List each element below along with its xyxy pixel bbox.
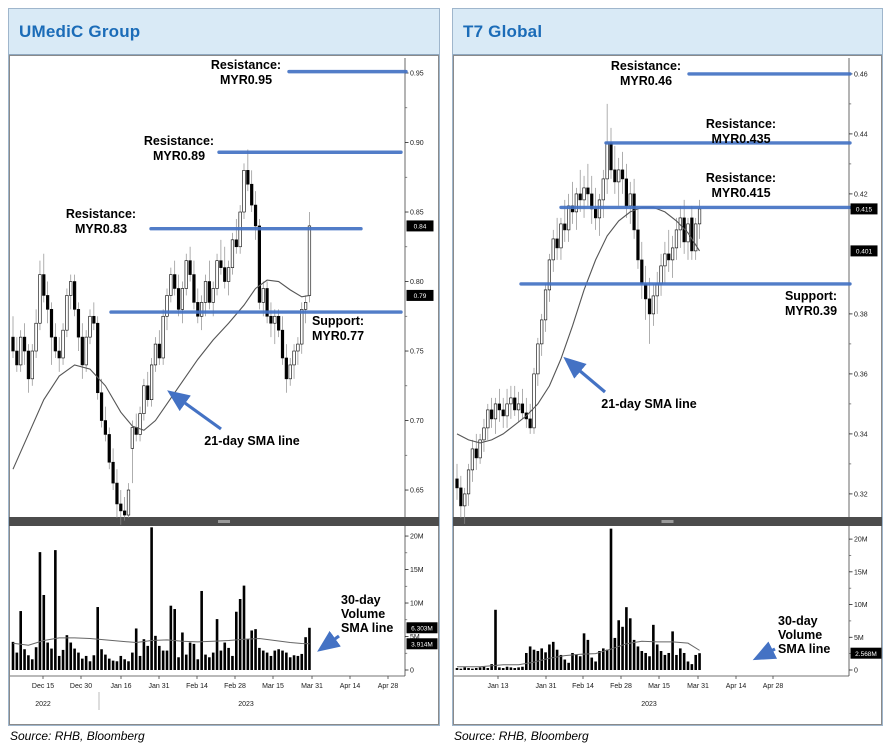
svg-text:0.36: 0.36: [854, 371, 868, 378]
svg-text:2.568M: 2.568M: [855, 651, 877, 658]
panel-umedic-group: UMediC Group 0.95 0.90 0.85 0.80 0.75 0.70 0.6…: [8, 8, 440, 726]
svg-text:0.79: 0.79: [414, 293, 427, 300]
svg-text:3.914M: 3.914M: [411, 642, 433, 649]
svg-text:0.90: 0.90: [410, 140, 424, 147]
svg-text:0.70: 0.70: [410, 418, 424, 425]
svg-text:0.415: 0.415: [856, 207, 873, 214]
svg-text:21-day SMA line: 21-day SMA line: [204, 434, 299, 448]
svg-text:Support:MYR0.77: Support:MYR0.77: [312, 314, 364, 343]
source-note: Source: RHB, Bloomberg: [10, 729, 145, 743]
svg-text:0.95: 0.95: [410, 71, 424, 78]
svg-text:Feb 14: Feb 14: [186, 683, 208, 690]
svg-text:Resistance:MYR0.46: Resistance:MYR0.46: [611, 59, 681, 88]
svg-text:2022: 2022: [35, 701, 51, 708]
svg-text:Jan 16: Jan 16: [110, 683, 131, 690]
svg-text:Resistance:MYR0.83: Resistance:MYR0.83: [66, 207, 136, 236]
source-note: Source: RHB, Bloomberg: [454, 729, 589, 743]
svg-text:0.46: 0.46: [854, 71, 868, 78]
svg-text:6.303M: 6.303M: [411, 626, 433, 633]
svg-text:0.80: 0.80: [410, 279, 424, 286]
svg-text:Feb 28: Feb 28: [224, 683, 246, 690]
svg-text:15M: 15M: [854, 569, 868, 576]
svg-text:Mar 15: Mar 15: [262, 683, 284, 690]
svg-text:10M: 10M: [854, 602, 868, 609]
panel-title-bar: T7 Global: [453, 9, 882, 55]
svg-text:Apr 28: Apr 28: [763, 683, 784, 690]
svg-text:Support:MYR0.39: Support:MYR0.39: [785, 289, 837, 318]
svg-text:0.84: 0.84: [414, 224, 427, 231]
svg-text:0.75: 0.75: [410, 349, 424, 356]
svg-text:0.65: 0.65: [410, 488, 424, 495]
svg-text:Apr 14: Apr 14: [726, 683, 747, 690]
svg-text:0.42: 0.42: [854, 191, 868, 198]
svg-text:Jan 31: Jan 31: [535, 683, 556, 690]
svg-text:Apr 28: Apr 28: [378, 683, 399, 690]
svg-text:10M: 10M: [410, 601, 424, 608]
svg-text:0.38: 0.38: [854, 311, 868, 318]
svg-text:0: 0: [410, 668, 414, 675]
svg-text:Jan 13: Jan 13: [487, 683, 508, 690]
svg-text:20M: 20M: [854, 537, 868, 544]
svg-text:0.44: 0.44: [854, 131, 868, 138]
svg-text:0.32: 0.32: [854, 491, 868, 498]
panel-t7-global: T7 Global 0.46 0.44 0.42 0.38 0.36 0.34 0.32 20…: [452, 8, 883, 726]
chart-title: T7 Global: [463, 21, 543, 41]
svg-text:5M: 5M: [854, 635, 864, 642]
svg-text:Dec 15: Dec 15: [32, 683, 54, 690]
svg-text:Feb 14: Feb 14: [572, 683, 594, 690]
svg-text:0: 0: [854, 668, 858, 675]
t7-candlestick-volume-chart: 0.46 0.44 0.42 0.38 0.36 0.34 0.32 20M 15M 10M 5M 0…: [453, 55, 882, 725]
svg-text:Feb 28: Feb 28: [610, 683, 632, 690]
svg-text:2023: 2023: [238, 701, 254, 708]
svg-text:5M: 5M: [410, 634, 420, 641]
svg-text:Resistance:MYR0.415: Resistance:MYR0.415: [706, 171, 776, 200]
svg-text:0.34: 0.34: [854, 431, 868, 438]
svg-text:Resistance:MYR0.435: Resistance:MYR0.435: [706, 117, 776, 146]
svg-text:Apr 14: Apr 14: [340, 683, 361, 690]
svg-text:Mar 31: Mar 31: [301, 683, 323, 690]
svg-text:0.401: 0.401: [856, 249, 873, 256]
umedic-candlestick-volume-chart: 0.95 0.90 0.85 0.80 0.75 0.70 0.65 20M 15M 10M 5M 0…: [9, 55, 439, 725]
svg-text:15M: 15M: [410, 567, 424, 574]
svg-text:2023: 2023: [641, 701, 657, 708]
svg-text:20M: 20M: [410, 534, 424, 541]
svg-text:Resistance:MYR0.95: Resistance:MYR0.95: [211, 58, 281, 87]
svg-text:Jan 31: Jan 31: [148, 683, 169, 690]
svg-text:Dec 30: Dec 30: [70, 683, 92, 690]
svg-text:Mar 15: Mar 15: [648, 683, 670, 690]
svg-text:0.85: 0.85: [410, 210, 424, 217]
panel-title-bar: UMediC Group: [9, 9, 439, 55]
svg-text:Resistance:MYR0.89: Resistance:MYR0.89: [144, 134, 214, 163]
chart-title: UMediC Group: [19, 21, 141, 41]
svg-text:Mar 31: Mar 31: [687, 683, 709, 690]
svg-text:21-day SMA line: 21-day SMA line: [601, 397, 696, 411]
